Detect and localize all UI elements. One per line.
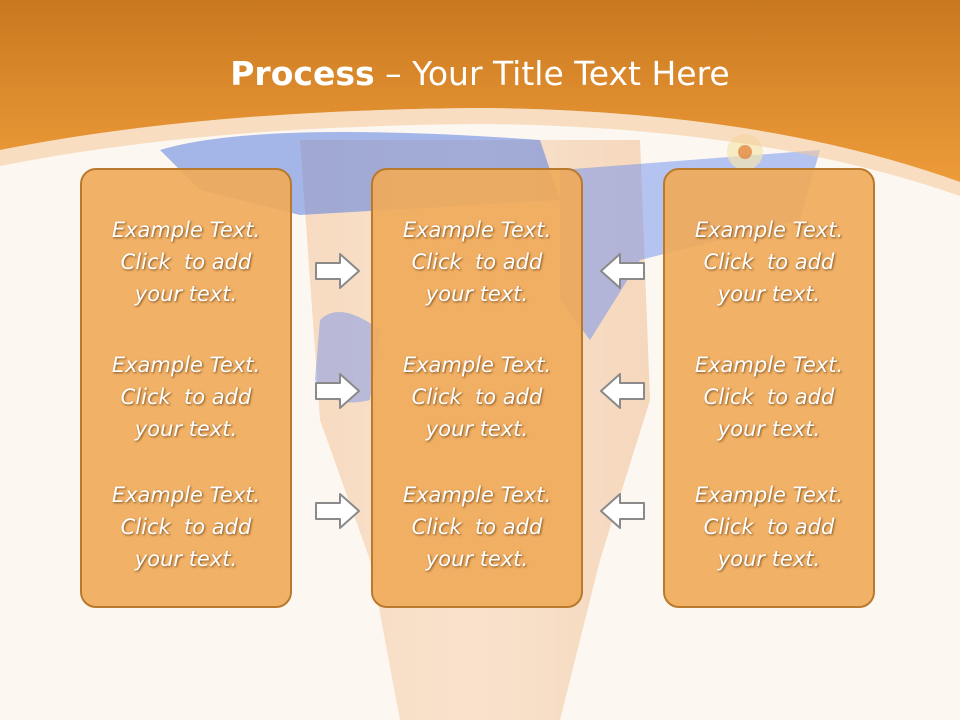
text-block[interactable]: Example Text. Click to add your text. — [373, 479, 581, 575]
text-line: Click to add — [703, 250, 835, 274]
text-block[interactable]: Example Text. Click to add your text. — [373, 349, 581, 445]
text-line: Click to add — [120, 385, 252, 409]
text-line: Click to add — [411, 515, 543, 539]
text-line: your text. — [425, 547, 529, 571]
text-block[interactable]: Example Text. Click to add your text. — [82, 349, 290, 445]
process-box-left[interactable]: Example Text. Click to add your text. Ex… — [80, 168, 292, 608]
text-line: your text. — [717, 282, 821, 306]
text-block[interactable]: Example Text. Click to add your text. — [665, 214, 873, 310]
text-block[interactable]: Example Text. Click to add your text. — [665, 349, 873, 445]
text-line: your text. — [717, 547, 821, 571]
text-line: your text. — [425, 417, 529, 441]
text-line: your text. — [134, 417, 238, 441]
title-rest: – Your Title Text Here — [374, 54, 730, 93]
text-line: your text. — [134, 547, 238, 571]
text-line: Example Text. — [694, 218, 844, 242]
left-arrow-icon — [600, 373, 645, 409]
process-box-center[interactable]: Example Text. Click to add your text. Ex… — [371, 168, 583, 608]
text-line: your text. — [717, 417, 821, 441]
text-block[interactable]: Example Text. Click to add your text. — [665, 479, 873, 575]
text-block[interactable]: Example Text. Click to add your text. — [373, 214, 581, 310]
right-arrow-icon — [315, 253, 360, 289]
header-band — [0, 0, 960, 196]
text-line: Example Text. — [111, 353, 261, 377]
text-block[interactable]: Example Text. Click to add your text. — [82, 214, 290, 310]
text-line: Click to add — [411, 250, 543, 274]
text-line: Example Text. — [111, 218, 261, 242]
process-box-right[interactable]: Example Text. Click to add your text. Ex… — [663, 168, 875, 608]
text-line: your text. — [425, 282, 529, 306]
right-arrow-icon — [315, 373, 360, 409]
text-line: Click to add — [703, 385, 835, 409]
text-line: Click to add — [120, 515, 252, 539]
text-line: Example Text. — [694, 353, 844, 377]
text-line: Click to add — [120, 250, 252, 274]
text-line: Example Text. — [111, 483, 261, 507]
text-line: Example Text. — [694, 483, 844, 507]
right-arrow-icon — [315, 493, 360, 529]
left-arrow-icon — [600, 493, 645, 529]
title-bold: Process — [230, 54, 375, 93]
slide-title: Process – Your Title Text Here — [0, 52, 960, 96]
left-arrow-icon — [600, 253, 645, 289]
text-line: Click to add — [703, 515, 835, 539]
text-line: Example Text. — [402, 353, 552, 377]
text-line: your text. — [134, 282, 238, 306]
text-line: Example Text. — [402, 218, 552, 242]
text-line: Click to add — [411, 385, 543, 409]
text-line: Example Text. — [402, 483, 552, 507]
text-block[interactable]: Example Text. Click to add your text. — [82, 479, 290, 575]
